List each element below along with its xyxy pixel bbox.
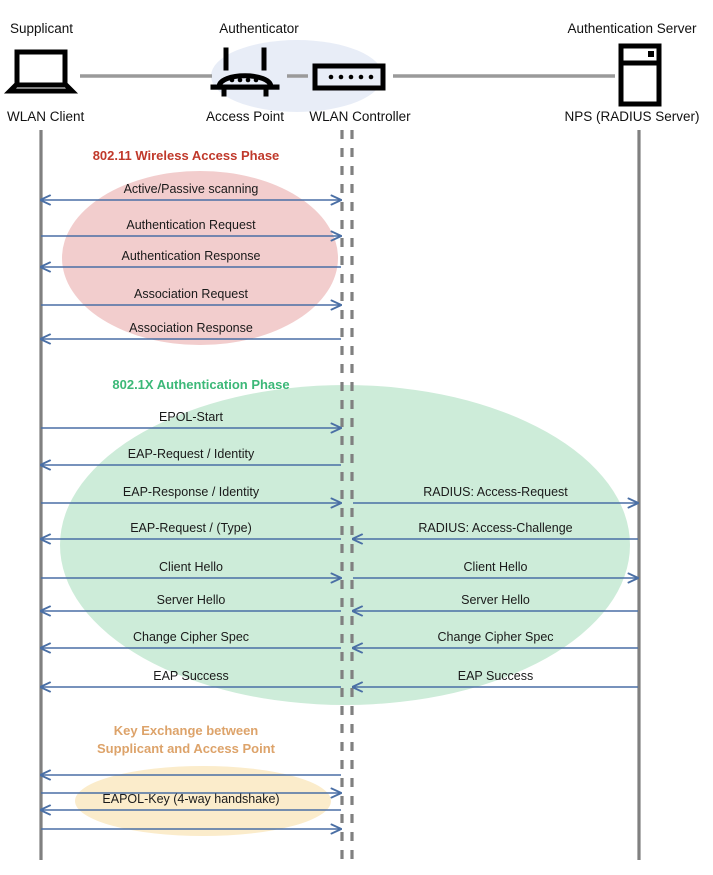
phase-label-8021x: 802.1X Authentication Phase — [112, 377, 289, 392]
message-label-m12: Change Cipher Spec — [133, 630, 249, 644]
message-label-r3: Client Hello — [464, 560, 528, 574]
message-label-m5: Association Response — [129, 321, 253, 335]
message-label-m16: EAPOL-Key (4-way handshake) — [102, 792, 279, 806]
message-label-r1: RADIUS: Access-Request — [423, 485, 568, 499]
server-rack-icon — [618, 43, 662, 107]
laptop-icon — [3, 49, 79, 94]
phase-label-80211: 802.11 Wireless Access Phase — [93, 148, 280, 163]
node-device-wlan-controller: WLAN Controller — [309, 109, 411, 124]
phase-80211-ellipse — [62, 171, 338, 345]
message-label-m11: Server Hello — [157, 593, 226, 607]
node-role-auth-server: Authentication Server — [567, 21, 697, 36]
phase-keyexchange-ellipse — [75, 766, 331, 836]
phase-8021x-ellipse — [60, 385, 630, 705]
message-label-r2: RADIUS: Access-Challenge — [418, 521, 572, 535]
network-switch-icon — [312, 63, 386, 91]
node-device-auth-server: NPS (RADIUS Server) — [564, 109, 699, 124]
message-label-m6: EPOL-Start — [159, 410, 223, 424]
message-label-m1: Active/Passive scanning — [124, 182, 259, 196]
message-label-m2: Authentication Request — [126, 218, 256, 232]
message-label-m10: Client Hello — [159, 560, 223, 574]
message-label-r6: EAP Success — [458, 669, 534, 683]
node-role-supplicant: Supplicant — [10, 21, 73, 36]
node-role-authenticator: Authenticator — [219, 21, 299, 36]
message-label-r5: Change Cipher Spec — [437, 630, 553, 644]
node-device-access-point: Access Point — [206, 109, 284, 124]
phase-label-keyexchange: Key Exchange between Supplicant and Acce… — [97, 723, 276, 756]
message-label-r4: Server Hello — [461, 593, 530, 607]
node-device-supplicant: WLAN Client — [7, 109, 85, 124]
wireless-router-icon — [210, 47, 280, 97]
phase-label-keyexchange-line2: Supplicant and Access Point — [97, 741, 276, 756]
phase-label-keyexchange-line1: Key Exchange between — [114, 723, 259, 738]
message-label-m8: EAP-Response / Identity — [123, 485, 260, 499]
message-label-m13: EAP Success — [153, 669, 229, 683]
message-label-m9: EAP-Request / (Type) — [130, 521, 252, 535]
message-label-m3: Authentication Response — [122, 249, 261, 263]
message-label-m4: Association Request — [134, 287, 248, 301]
message-label-m7: EAP-Request / Identity — [128, 447, 255, 461]
